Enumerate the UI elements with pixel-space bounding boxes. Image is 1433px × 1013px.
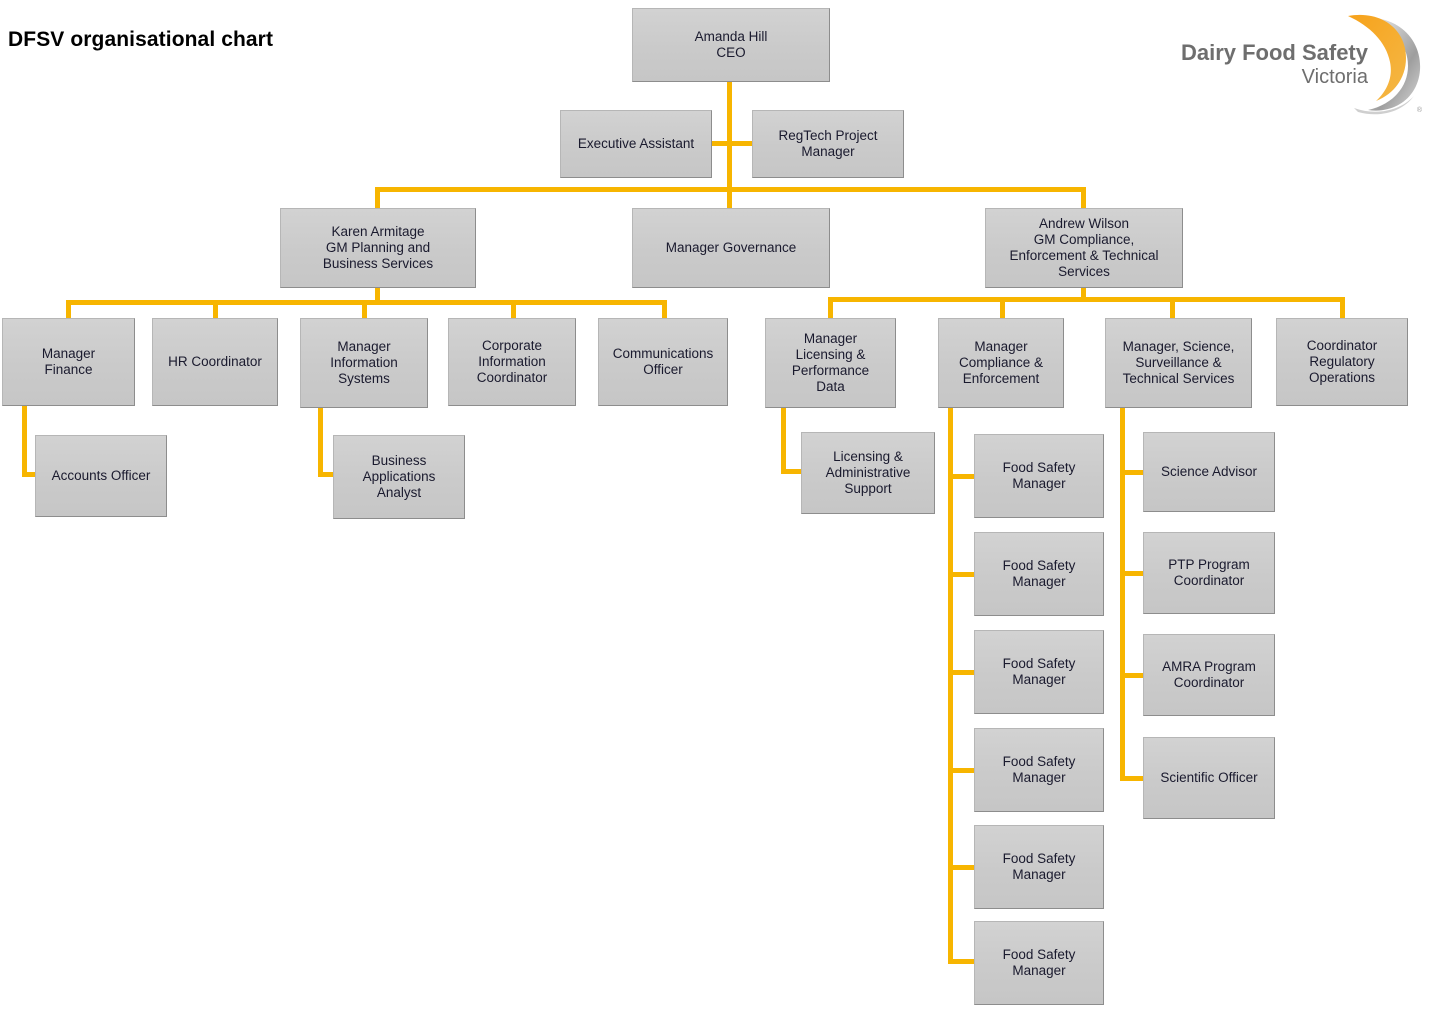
connector-drop-licensing: [828, 297, 833, 320]
connector-drop-manager-is: [362, 300, 367, 320]
org-node-ceo[interactable]: Amanda Hill CEO: [632, 8, 830, 82]
connector-compliance-stem: [1081, 288, 1086, 302]
org-node-label: Communications Officer: [612, 346, 714, 377]
org-node-label: Manager Governance: [665, 240, 797, 255]
connector-science-branch-2: [1120, 571, 1147, 576]
connector-tier2-drop-compliance: [1081, 187, 1086, 210]
org-node-amra-program-coordinator[interactable]: AMRA Program Coordinator: [1143, 634, 1275, 716]
org-node-label: Manager, Science, Surveillance & Technic…: [1122, 339, 1235, 386]
org-node-label: Food Safety Manager: [1002, 460, 1076, 491]
org-node-label: Manager Licensing & Performance Data: [791, 331, 870, 394]
connector-drop-communications: [662, 300, 667, 320]
org-node-licensing-admin-support[interactable]: Licensing & Administrative Support: [801, 432, 935, 514]
registered-trademark-mark: ®: [1416, 107, 1422, 114]
org-node-label: RegTech Project Manager: [778, 128, 878, 159]
connector-drop-regulatory-ops: [1340, 297, 1345, 320]
org-node-business-applications-analyst[interactable]: Business Applications Analyst: [333, 435, 465, 519]
org-node-manager-compliance-enforcement[interactable]: Manager Compliance & Enforcement: [938, 318, 1064, 408]
org-node-label: AMRA Program Coordinator: [1162, 659, 1256, 690]
connector-fsm-branch-3: [948, 670, 978, 675]
connector-compliance-bus: [828, 297, 1344, 302]
org-node-manager-info-systems[interactable]: Manager Information Systems: [300, 318, 428, 408]
org-node-accounts-officer[interactable]: Accounts Officer: [35, 435, 167, 517]
connector-fsm-branch-1: [948, 474, 978, 479]
org-node-label: Karen Armitage GM Planning and Business …: [322, 224, 434, 271]
org-node-label: Coordinator Regulatory Operations: [1306, 338, 1378, 385]
logo-wordmark: Dairy Food Safety Victoria: [1172, 40, 1368, 89]
org-node-fsm-4[interactable]: Food Safety Manager: [974, 728, 1104, 812]
page-title: DFSV organisational chart: [8, 28, 274, 51]
connector-fsm-branch-2: [948, 572, 978, 577]
connector-planning-stem: [375, 288, 380, 302]
connector-science-branch-1: [1120, 470, 1147, 475]
org-node-hr-coordinator[interactable]: HR Coordinator: [152, 318, 278, 406]
connector-science-spine: [1120, 408, 1125, 780]
org-node-gm-planning[interactable]: Karen Armitage GM Planning and Business …: [280, 208, 476, 288]
org-node-label: Food Safety Manager: [1002, 754, 1076, 785]
org-node-label: Manager Compliance & Enforcement: [958, 339, 1044, 386]
connector-ceo-trunk: [727, 82, 732, 199]
org-node-label: Manager Information Systems: [330, 339, 398, 386]
connector-drop-corporate-info: [511, 300, 516, 320]
org-node-fsm-3[interactable]: Food Safety Manager: [974, 630, 1104, 714]
org-node-manager-governance[interactable]: Manager Governance: [632, 208, 830, 288]
org-node-label: Corporate Information Coordinator: [476, 338, 548, 385]
connector-ceo-to-regtech: [727, 141, 754, 146]
org-node-label: Science Advisor: [1160, 464, 1258, 479]
org-node-label: Food Safety Manager: [1002, 851, 1076, 882]
org-node-label: PTP Program Coordinator: [1168, 557, 1250, 588]
dairy-food-safety-victoria-logo: Dairy Food Safety Victoria ®: [1172, 12, 1424, 116]
connector-finance-elbow-v: [22, 406, 27, 476]
connector-fsm-branch-6: [948, 959, 978, 964]
connector-licensing-elbow-h: [781, 469, 805, 474]
org-node-label: Manager Finance: [41, 346, 96, 377]
org-node-manager-finance[interactable]: Manager Finance: [2, 318, 135, 406]
connector-drop-science: [1170, 297, 1175, 320]
org-node-ptp-program-coordinator[interactable]: PTP Program Coordinator: [1143, 532, 1275, 614]
connector-ceo-to-exec-assistant: [709, 141, 729, 146]
org-node-label: Food Safety Manager: [1002, 947, 1076, 978]
org-node-fsm-5[interactable]: Food Safety Manager: [974, 825, 1104, 909]
org-node-label: Food Safety Manager: [1002, 656, 1076, 687]
org-node-label: Business Applications Analyst: [362, 453, 436, 500]
connector-drop-compliance-enf: [1000, 297, 1005, 320]
org-node-scientific-officer[interactable]: Scientific Officer: [1143, 737, 1275, 819]
org-node-label: Food Safety Manager: [1002, 558, 1076, 589]
logo-line-1: Dairy Food Safety: [1180, 40, 1368, 65]
connector-fsm-branch-5: [948, 865, 978, 870]
org-node-label: Amanda Hill CEO: [694, 29, 768, 60]
connector-drop-manager-finance: [66, 300, 71, 320]
org-node-fsm-6[interactable]: Food Safety Manager: [974, 921, 1104, 1005]
connector-licensing-elbow-v: [781, 408, 786, 473]
org-node-label: Licensing & Administrative Support: [825, 449, 911, 496]
org-node-exec-assistant[interactable]: Executive Assistant: [560, 110, 712, 178]
org-node-fsm-1[interactable]: Food Safety Manager: [974, 434, 1104, 518]
connector-tier2-drop-governance: [727, 187, 732, 210]
connector-mis-elbow-h: [318, 472, 337, 477]
org-node-label: Accounts Officer: [51, 468, 151, 483]
connector-fsm-spine: [948, 408, 953, 963]
connector-finance-elbow-h: [22, 472, 39, 477]
org-node-regtech-pm[interactable]: RegTech Project Manager: [752, 110, 904, 178]
connector-science-branch-3: [1120, 673, 1147, 678]
org-node-communications-officer[interactable]: Communications Officer: [598, 318, 728, 406]
connector-fsm-branch-4: [948, 768, 978, 773]
crescent-swoosh-icon: [1348, 14, 1421, 115]
org-node-label: Andrew Wilson GM Compliance, Enforcement…: [1009, 216, 1159, 279]
org-node-label: Scientific Officer: [1160, 770, 1258, 785]
logo-line-2: Victoria: [1301, 66, 1368, 88]
connector-tier2-drop-planning: [375, 187, 380, 210]
org-node-manager-science[interactable]: Manager, Science, Surveillance & Technic…: [1105, 318, 1252, 408]
connector-mis-elbow-v: [318, 408, 323, 476]
org-node-label: Executive Assistant: [577, 136, 695, 151]
org-node-manager-licensing[interactable]: Manager Licensing & Performance Data: [765, 318, 896, 408]
connector-drop-hr-coordinator: [213, 300, 218, 320]
org-node-science-advisor[interactable]: Science Advisor: [1143, 432, 1275, 512]
org-node-fsm-2[interactable]: Food Safety Manager: [974, 532, 1104, 616]
connector-science-branch-4: [1120, 776, 1147, 781]
org-node-label: HR Coordinator: [168, 354, 262, 369]
org-node-corporate-info-coordinator[interactable]: Corporate Information Coordinator: [448, 318, 576, 406]
org-node-gm-compliance[interactable]: Andrew Wilson GM Compliance, Enforcement…: [985, 208, 1183, 288]
org-node-coordinator-regulatory-ops[interactable]: Coordinator Regulatory Operations: [1276, 318, 1408, 406]
